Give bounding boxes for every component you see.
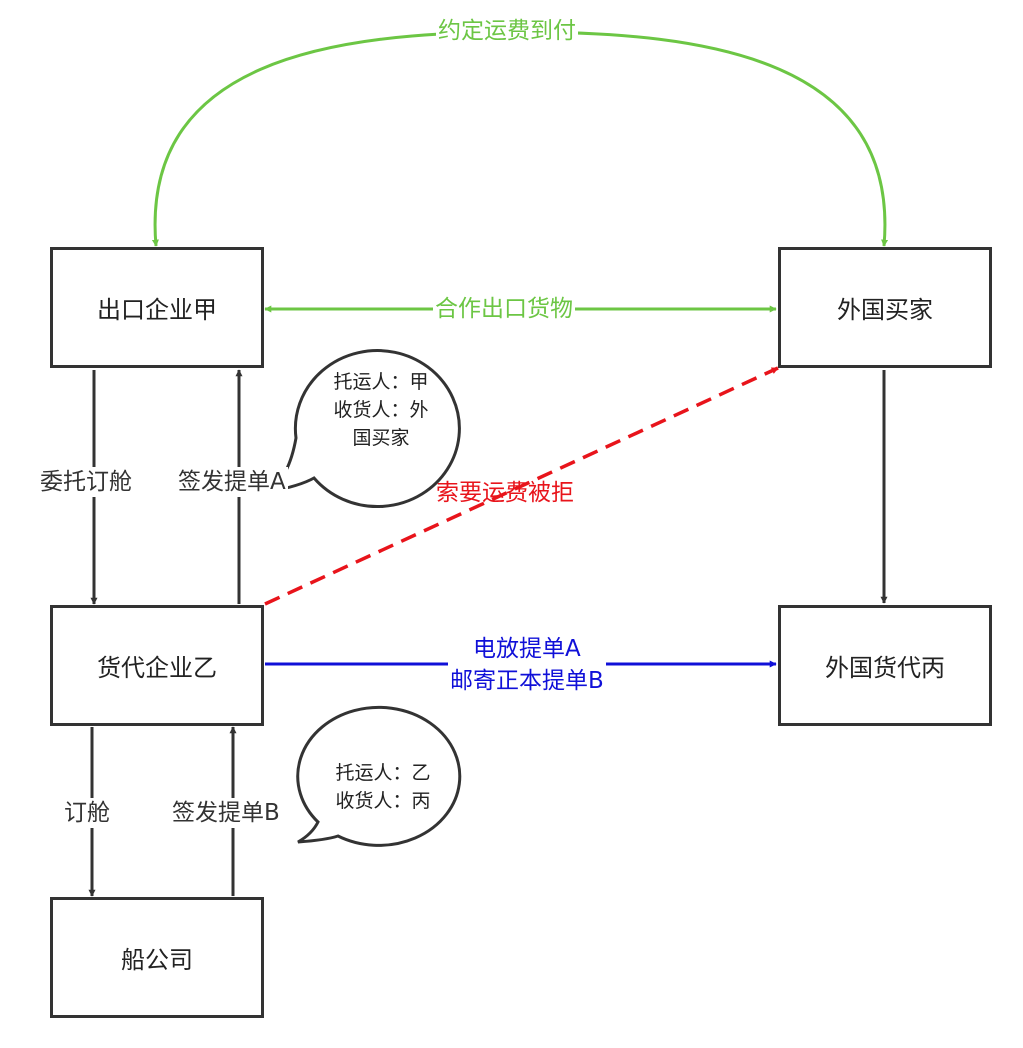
forwarder-node: 货代企业乙 [50,605,264,726]
foreign-buyer-label: 外国买家 [837,296,933,324]
forwarder-label: 货代企业乙 [97,654,217,682]
foreign-buyer-node: 外国买家 [778,247,992,368]
bl-b-callout-text: 托运人：乙 收货人：丙 [335,762,431,812]
exporter-node: 出口企业甲 [50,247,264,368]
shipping-company-label: 船公司 [121,946,193,974]
telex-release-line1: 电放提单A [473,636,581,662]
freight-claim-arrow [264,366,779,606]
telex-release-line2: 邮寄正本提单B [450,668,604,694]
foreign-forwarder-node: 外国货代丙 [778,605,992,726]
telex-release-label: 电放提单A 邮寄正本提单B [448,633,606,697]
bl-b-callout-bubble [296,705,462,847]
freight-claim-label: 索要运费被拒 [436,480,574,506]
booking-label: 订舱 [62,798,112,828]
issue-bl-b-label: 签发提单B [170,798,282,828]
exporter-label: 出口企业甲 [97,296,217,324]
bl-a-callout-text: 托运人：甲 收货人：外 国买家 [333,371,429,449]
shipping-company-node: 船公司 [50,897,264,1018]
issue-bl-a-label: 签发提单A [176,467,288,497]
cooperate-export-label: 合作出口货物 [433,294,575,324]
entrust-booking-label: 委托订舱 [38,467,134,497]
freight-collect-arc [151,30,889,247]
freight-collect-label: 约定运费到付 [436,16,578,46]
foreign-forwarder-label: 外国货代丙 [825,654,945,682]
